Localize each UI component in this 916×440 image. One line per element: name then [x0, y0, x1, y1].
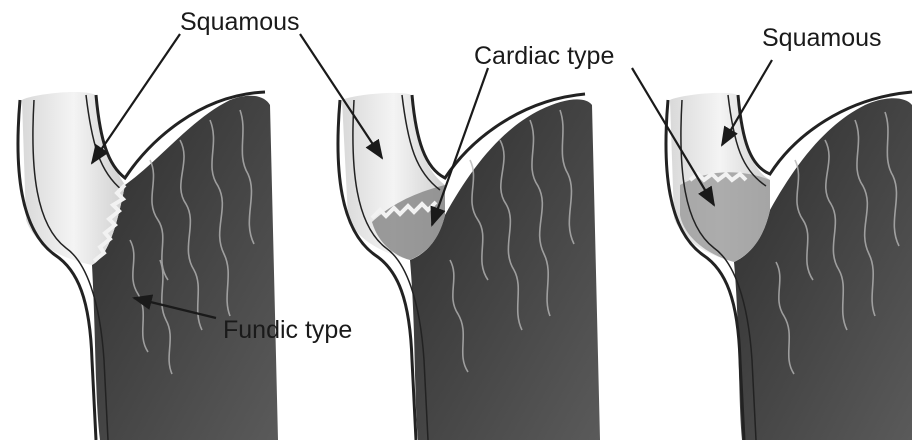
panel-normal-junction [18, 92, 278, 440]
arrow-squamous-left-to-panel-1 [92, 34, 180, 163]
label-cardiac-type: Cardiac type [474, 44, 614, 69]
label-squamous-right: Squamous [762, 26, 882, 51]
fundic-mucosa-panel-3 [734, 98, 912, 440]
panel-extended-cardiac [666, 92, 912, 440]
fundic-mucosa-panel-2 [410, 99, 600, 440]
label-fundic-type: Fundic type [223, 318, 352, 343]
label-squamous-left: Squamous [180, 10, 300, 35]
panel-cardiac-metaplasia [338, 93, 600, 440]
fundic-mucosa-panel-1 [92, 96, 278, 440]
